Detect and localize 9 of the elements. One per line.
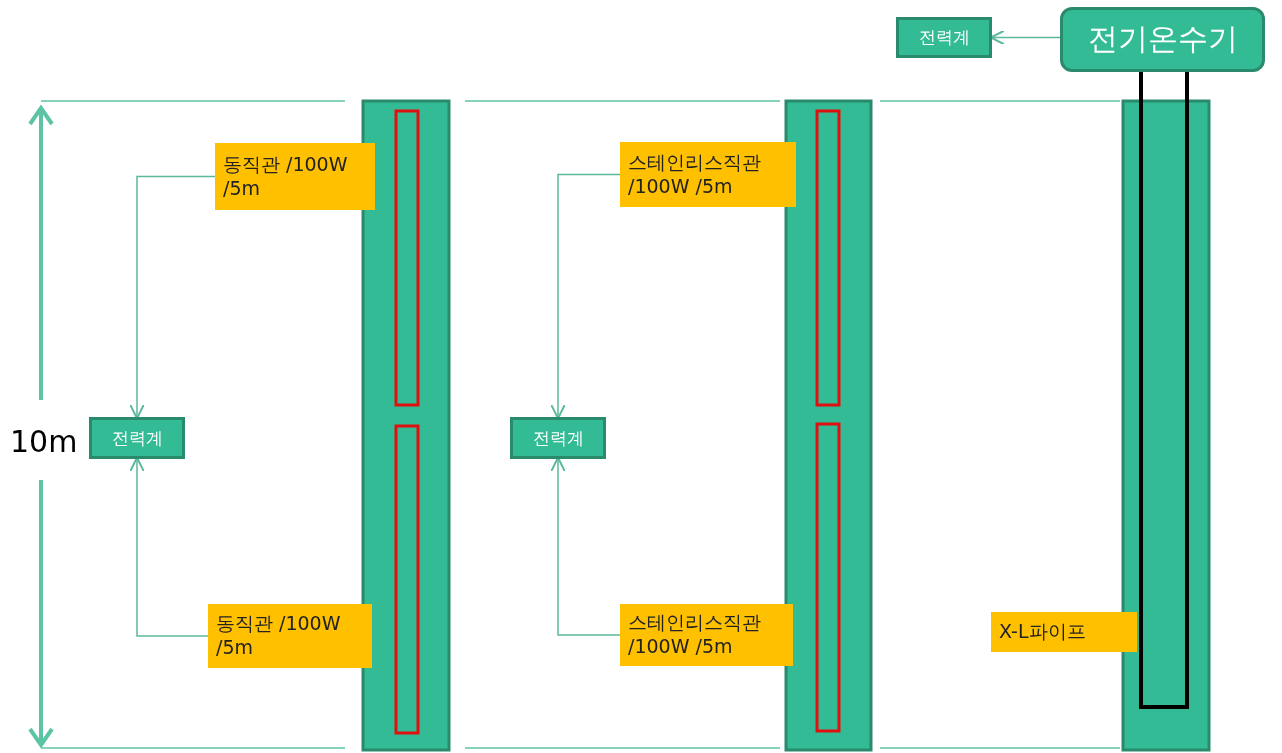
pipe-label: 스테인리스직관 /100W /5m <box>620 604 793 666</box>
power-meter-box: 전력계 <box>89 417 185 459</box>
pipe-label: X-L파이프 <box>991 612 1137 652</box>
power-meter-box: 전력계 <box>896 17 992 58</box>
pipe-label: 동직관 /100W /5m <box>215 143 375 210</box>
pipe-label: 스테인리스직관 /100W /5m <box>620 142 796 207</box>
pipe-label: 동직관 /100W /5m <box>208 604 372 668</box>
water-heater-box: 전기온수기 <box>1060 7 1265 72</box>
power-meter-box: 전력계 <box>510 417 606 459</box>
